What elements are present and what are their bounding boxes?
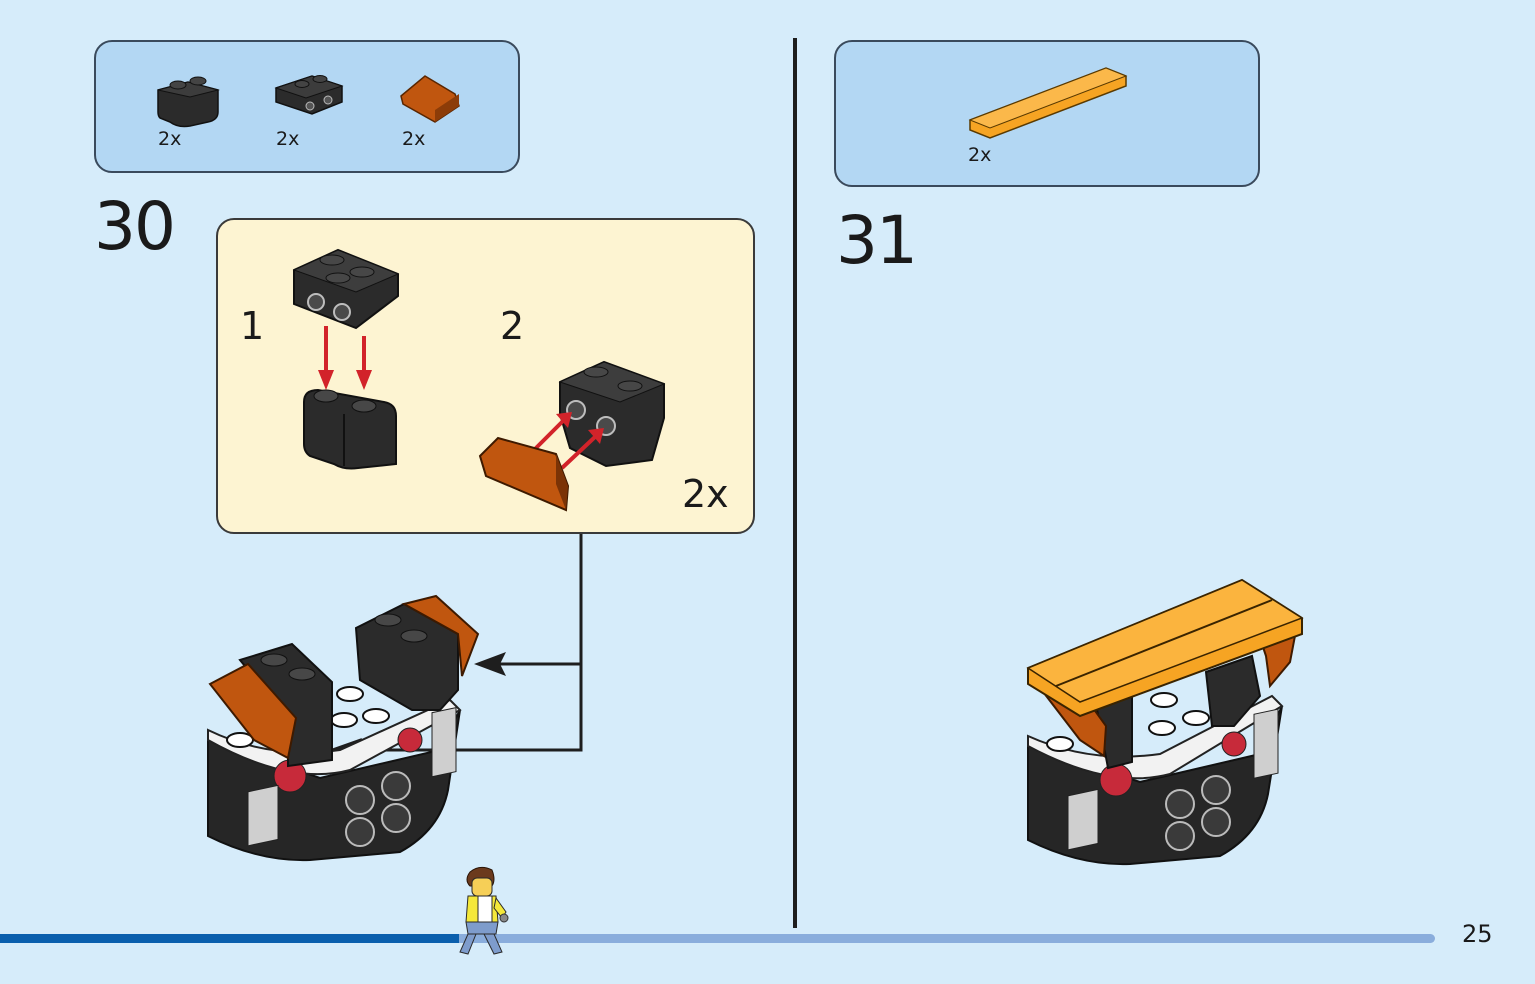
part-qty: 2x — [276, 128, 300, 150]
sub-assembly-callout: 1 2 2x — [216, 218, 755, 534]
model-step-31 — [1026, 578, 1304, 866]
parts-box-step-30: 2x 2x 2x — [94, 40, 520, 173]
progress-fill — [0, 934, 459, 943]
minifigure-progress-icon — [459, 866, 509, 955]
part-qty: 2x — [158, 128, 182, 150]
progress-track — [0, 934, 1435, 943]
model-step-30 — [207, 594, 480, 862]
step-number-30: 30 — [94, 188, 176, 265]
orange-tile-part — [968, 67, 1128, 139]
orange-slope-part — [400, 75, 460, 123]
step-divider — [793, 38, 797, 928]
black-bracket-plate-part — [274, 75, 344, 115]
sub-step-1-illustration — [292, 248, 400, 470]
sub-step-2-illustration — [478, 360, 666, 512]
sub-step-number-2: 2 — [500, 304, 525, 348]
sub-assembly-multiplier: 2x — [682, 472, 729, 516]
sub-step-number-1: 1 — [240, 304, 265, 348]
page-number: 25 — [1462, 920, 1493, 948]
part-qty: 2x — [968, 144, 992, 166]
parts-box-step-31: 2x — [834, 40, 1260, 187]
step-number-31: 31 — [836, 202, 918, 279]
black-rounded-brick-part — [157, 76, 220, 128]
part-qty: 2x — [402, 128, 426, 150]
